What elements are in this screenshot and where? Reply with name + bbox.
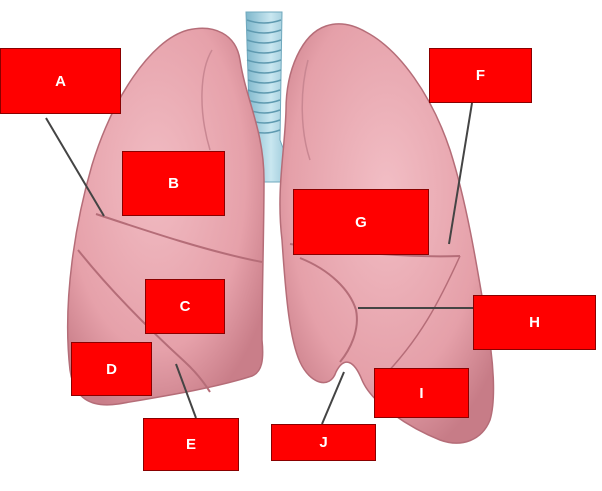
label-b-text: B (168, 175, 179, 192)
label-box-a[interactable]: A (0, 48, 121, 114)
leader-line-j (321, 371, 345, 425)
label-e-text: E (185, 436, 196, 453)
label-d-text: D (106, 360, 117, 378)
label-box-j[interactable]: J (271, 424, 376, 461)
label-h-text: H (529, 314, 540, 331)
leader-line-f (448, 102, 473, 245)
label-i-text: I (419, 384, 424, 402)
label-g-text: G (355, 213, 367, 231)
label-box-g[interactable]: G (293, 189, 429, 255)
label-f-text: F (475, 67, 486, 84)
label-j-text: J (319, 434, 328, 451)
label-box-c[interactable]: C (145, 279, 225, 334)
label-box-f[interactable]: F (429, 48, 532, 103)
label-box-e[interactable]: E (143, 418, 239, 471)
label-box-h[interactable]: H (473, 295, 596, 350)
leader-lines (45, 102, 473, 425)
label-box-b[interactable]: B (122, 151, 225, 216)
leader-line-e (175, 363, 197, 419)
label-box-i[interactable]: I (374, 368, 469, 418)
label-c-text: C (179, 298, 191, 315)
leader-line-a (45, 117, 105, 217)
label-a-text: A (55, 72, 66, 90)
label-box-d[interactable]: D (71, 342, 152, 396)
